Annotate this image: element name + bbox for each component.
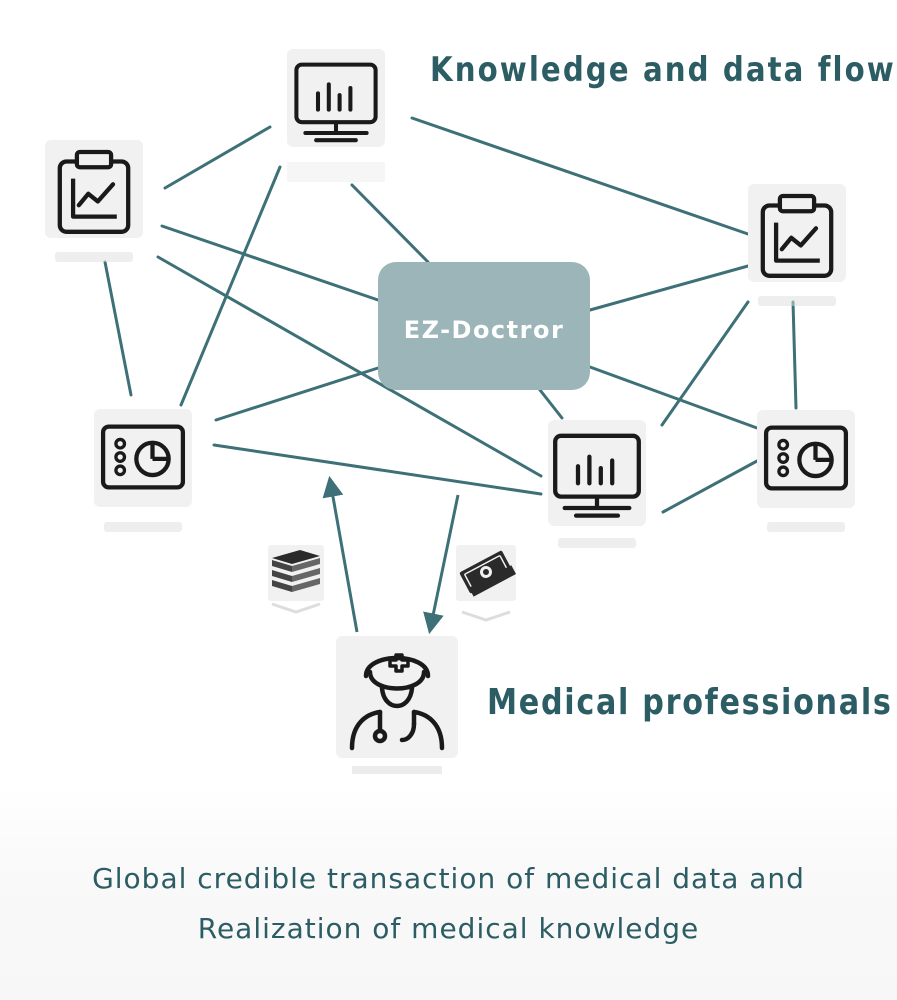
monitor-center-node	[548, 420, 646, 548]
monitor-top-node	[287, 49, 385, 182]
dashboard-left-node	[94, 409, 192, 532]
reflection	[55, 252, 133, 262]
connector-lines	[103, 116, 798, 514]
connector-line	[156, 255, 543, 478]
caption-line-2: Realization of medical knowledge	[197, 912, 700, 945]
doctor-node	[336, 636, 458, 774]
footer-background	[0, 785, 897, 1000]
connector-line	[661, 459, 759, 514]
connector-line	[179, 165, 282, 407]
money-bills-icon	[456, 545, 517, 622]
medical-professionals-label: Medical professionals	[487, 682, 893, 723]
connector-line	[103, 260, 133, 397]
arrow-up-to-network	[322, 475, 359, 633]
diagram-title: Knowledge and data flow	[430, 50, 896, 90]
connector-line	[163, 125, 272, 190]
connector-line	[350, 183, 430, 264]
arrow-down-to-doctor	[423, 494, 460, 635]
reflection	[767, 522, 845, 532]
connector-line	[538, 388, 564, 420]
clipboard-right-node	[748, 184, 846, 306]
caption-line-1: Global credible transaction of medical d…	[92, 862, 805, 895]
clipboard-left-node	[45, 140, 143, 262]
connector-line	[660, 300, 750, 427]
reflection	[758, 296, 836, 306]
connector-line	[410, 116, 750, 236]
connector-line	[588, 264, 750, 312]
doctor-icon	[349, 653, 445, 751]
reflection	[287, 162, 385, 182]
connector-line	[160, 224, 380, 302]
reflection	[104, 522, 182, 532]
connector-line	[214, 366, 380, 422]
connector-line	[791, 300, 798, 410]
connector-line	[588, 365, 759, 430]
hub-node: EZ-Doctror	[378, 262, 590, 390]
book-stack-icon	[268, 545, 324, 614]
reflection	[558, 538, 636, 548]
dashboard-right-node	[757, 410, 855, 532]
connector-line	[212, 443, 543, 496]
hub-label: EZ-Doctror	[404, 316, 565, 344]
